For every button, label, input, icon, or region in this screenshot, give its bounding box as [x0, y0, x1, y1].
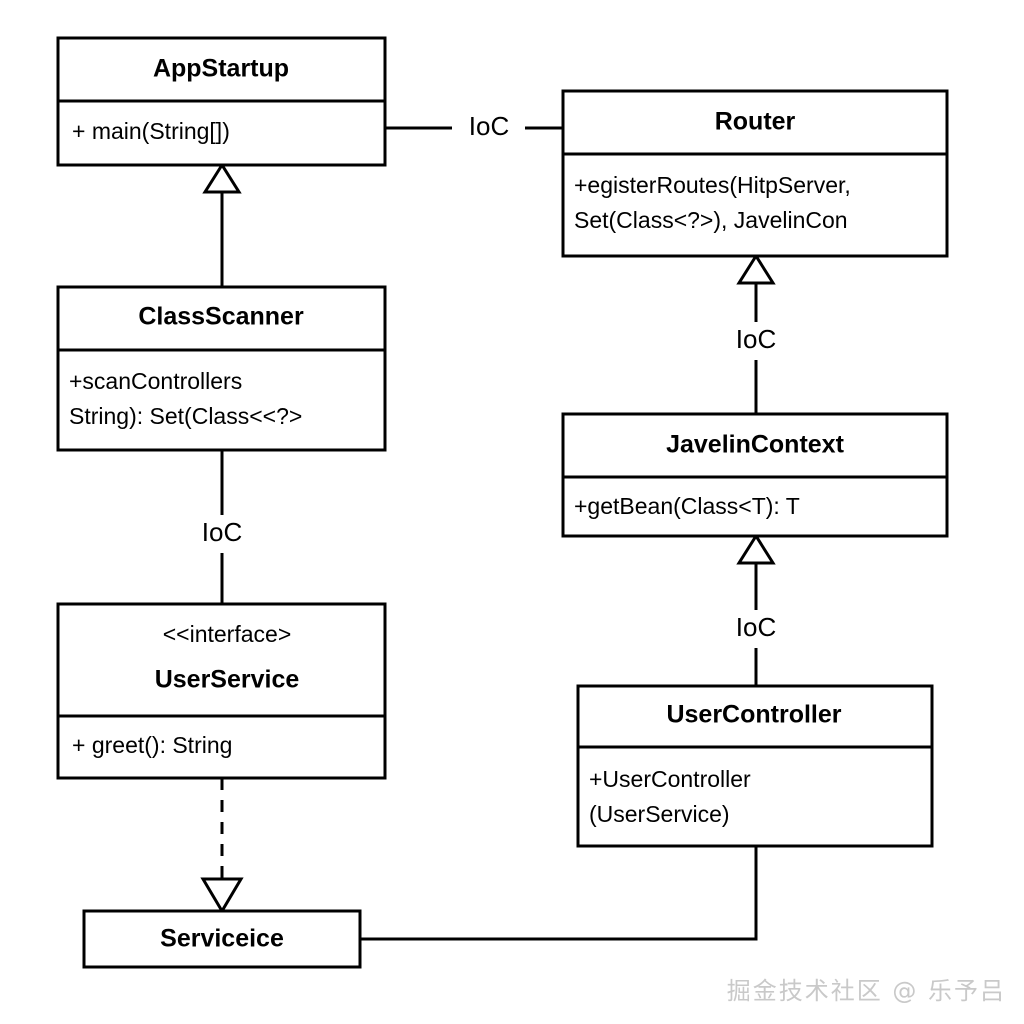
connection-appstartup-router[interactable]: IoC: [385, 111, 563, 141]
class-member: +scanControllers: [69, 368, 242, 394]
class-box-router[interactable]: Router +egisterRoutes(HitpServer, Set(Cl…: [561, 89, 949, 258]
connection-serviceice-usercontroller[interactable]: [360, 846, 758, 941]
class-box-outline: [561, 412, 949, 538]
class-member: +getBean(Class<T): T: [574, 493, 800, 519]
class-member: (UserService): [589, 801, 730, 827]
class-box-outline: [82, 909, 362, 969]
connection-userservice-serviceice[interactable]: [200, 778, 244, 914]
class-name-javelincontext: JavelinContext: [666, 431, 845, 459]
connection-classscanner-userservice[interactable]: IoC: [202, 450, 242, 604]
class-member: Set(Class<?>), JavelinCon: [574, 207, 848, 233]
class-box-userservice[interactable]: <<interface> UserService + greet(): Stri…: [56, 602, 387, 780]
class-box-outline: [56, 285, 387, 452]
class-member: String): Set(Class<<?>: [69, 403, 302, 429]
connector-segment: [360, 846, 758, 941]
hollow-triangle-arrowhead-icon: [736, 533, 776, 565]
connection-label-ioc: IoC: [736, 612, 776, 642]
class-box-serviceice[interactable]: Serviceice: [82, 909, 362, 969]
connection-javelincontext-router[interactable]: IoC: [736, 253, 776, 414]
class-name-appstartup: AppStartup: [153, 55, 289, 83]
class-member: + greet(): String: [72, 732, 232, 758]
connection-classscanner-appstartup[interactable]: [202, 162, 242, 287]
hollow-triangle-arrowhead-icon: [736, 253, 776, 285]
class-box-outline: [561, 89, 949, 258]
hollow-triangle-arrowhead-icon: [202, 162, 242, 194]
class-name-serviceice: Serviceice: [160, 925, 284, 953]
connection-label-ioc: IoC: [469, 111, 509, 141]
class-box-outline: [56, 602, 387, 780]
connection-label-ioc: IoC: [736, 324, 776, 354]
class-member: + main(String[]): [72, 118, 230, 144]
class-name-userservice: UserService: [155, 666, 300, 694]
connection-usercontroller-javelincontext[interactable]: IoC: [736, 533, 776, 686]
class-name-router: Router: [715, 108, 796, 136]
watermark: 掘金技术社区 @ 乐予吕: [726, 977, 1006, 1005]
class-box-outline: [576, 684, 934, 848]
class-box-javelincontext[interactable]: JavelinContext +getBean(Class<T): T: [561, 412, 949, 538]
class-member: +UserController: [589, 766, 751, 792]
class-stereotype-interface: <<interface>: [163, 621, 292, 647]
class-box-appstartup[interactable]: AppStartup + main(String[]): [56, 36, 387, 167]
hollow-triangle-arrowhead-icon: [200, 877, 244, 914]
connection-label-ioc: IoC: [202, 517, 242, 547]
class-box-classscanner[interactable]: ClassScanner +scanControllers String): S…: [56, 285, 387, 452]
class-name-classscanner: ClassScanner: [138, 303, 304, 331]
class-member: +egisterRoutes(HitpServer,: [574, 172, 851, 198]
class-box-usercontroller[interactable]: UserController +UserController (UserServ…: [576, 684, 934, 848]
class-name-usercontroller: UserController: [666, 701, 841, 729]
